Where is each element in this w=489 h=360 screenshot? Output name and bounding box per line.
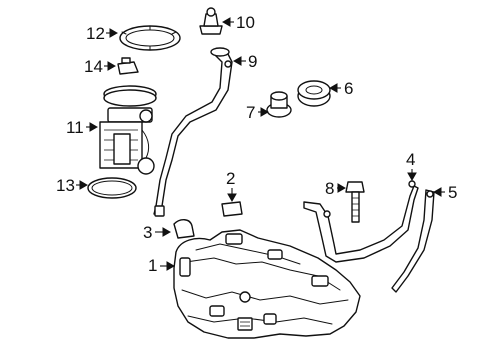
callout-label-9: 9 [248, 52, 257, 71]
callout-label-7: 7 [246, 103, 255, 122]
callout-8: 8 [325, 179, 347, 198]
callout-13: 13 [56, 176, 89, 195]
callout-2: 2 [226, 169, 237, 203]
callout-label-6: 6 [344, 79, 353, 98]
o-ring-part[interactable] [87, 177, 137, 199]
strap-left-part[interactable] [303, 180, 419, 263]
callout-3: 3 [143, 223, 172, 242]
callout-label-2: 2 [226, 169, 235, 188]
callout-label-8: 8 [325, 179, 334, 198]
pad-part[interactable] [221, 201, 243, 217]
callout-label-14: 14 [84, 57, 103, 76]
lock-ring-part[interactable] [119, 25, 181, 51]
callout-label-3: 3 [143, 223, 152, 242]
callout-label-1: 1 [148, 256, 157, 275]
callout-9: 9 [232, 52, 257, 71]
callout-7: 7 [246, 103, 270, 122]
strap-right-part[interactable] [391, 189, 435, 293]
callout-label-13: 13 [56, 176, 75, 195]
callout-1: 1 [148, 256, 176, 275]
bolt-part[interactable] [345, 181, 365, 223]
callout-label-12: 12 [86, 24, 105, 43]
callout-6: 6 [328, 79, 353, 98]
fuel-tank-part[interactable] [173, 229, 361, 339]
callout-5: 5 [432, 183, 457, 202]
callout-label-5: 5 [448, 183, 457, 202]
clip-part[interactable] [173, 219, 195, 239]
callout-12: 12 [86, 24, 119, 43]
callout-10: 10 [221, 13, 255, 32]
seal-part[interactable] [266, 91, 292, 118]
callout-4: 4 [406, 150, 417, 182]
sensor-clip-part[interactable] [117, 57, 139, 75]
callout-14: 14 [84, 57, 117, 76]
callout-label-10: 10 [236, 13, 255, 32]
callout-11: 11 [66, 118, 99, 137]
callout-label-4: 4 [406, 150, 415, 169]
pump-module-part[interactable] [99, 85, 157, 175]
filler-pipe-part[interactable] [153, 47, 233, 217]
cap-part[interactable] [199, 7, 223, 35]
grommet-part[interactable] [297, 80, 331, 107]
callout-label-11: 11 [66, 118, 84, 137]
